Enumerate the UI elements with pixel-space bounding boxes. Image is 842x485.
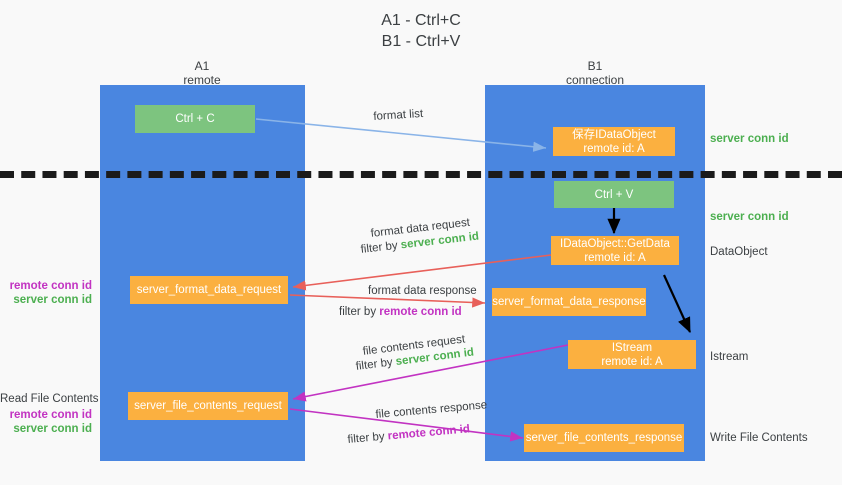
node-server-format-data-response-label: server_format_data_response (492, 296, 646, 308)
node-ctrl-c-label: Ctrl + C (175, 113, 215, 125)
column-header-b1: B1 connection (515, 59, 675, 87)
column-a1-sub: remote (183, 73, 221, 87)
node-server-format-data-request[interactable]: server_format_data_request (130, 276, 288, 304)
label-remote-conn-id-1: remote conn id (9, 280, 92, 292)
phase-divider (0, 171, 842, 178)
label-read-file-contents: Read File Contents (0, 393, 99, 405)
node-server-file-contents-request-label: server_file_contents_request (134, 400, 282, 412)
label-server-conn-id-top: server conn id (710, 133, 789, 145)
column-b1-name: B1 (587, 59, 603, 73)
node-istream-line2: remote id: A (601, 355, 663, 368)
edge-label-format-data-response-filter-value: remote conn id (379, 306, 462, 318)
node-server-format-data-request-label: server_format_data_request (136, 284, 282, 296)
label-remote-conn-id-2: remote conn id (9, 409, 92, 421)
edge-label-format-list: format list (373, 107, 424, 123)
edge-label-format-data-response-filter-prefix: filter by (339, 306, 380, 318)
node-ctrl-c[interactable]: Ctrl + C (135, 105, 255, 133)
edge-label-format-data-request-filter-prefix: filter by (360, 239, 402, 256)
column-b1-sub: connection (565, 73, 625, 87)
node-istream-line1: IStream (611, 341, 653, 354)
label-dataobject: DataObject (710, 246, 768, 258)
node-server-file-contents-response-label: server_file_contents_response (525, 432, 683, 444)
node-server-file-contents-response[interactable]: server_file_contents_response (524, 424, 684, 452)
edge-label-file-contents-response-filter-prefix: filter by (347, 430, 389, 446)
label-server-conn-id-second: server conn id (710, 211, 789, 223)
label-server-conn-id-1: server conn id (13, 294, 92, 306)
label-istream: Istream (710, 351, 749, 363)
node-idataobject-getdata[interactable]: IDataObject::GetData remote id: A (551, 236, 679, 265)
edge-label-file-contents-response-filter: filter by remote conn id (347, 422, 471, 448)
page-title: A1 - Ctrl+C B1 - Ctrl+V (0, 10, 842, 52)
title-line-2: B1 - Ctrl+V (381, 33, 461, 50)
node-save-idataobject[interactable]: 保存IDataObject remote id: A (553, 127, 675, 156)
node-ctrl-v-label: Ctrl + V (594, 188, 634, 201)
node-save-idataobject-line2: remote id: A (583, 142, 645, 155)
node-server-file-contents-request[interactable]: server_file_contents_request (128, 392, 288, 420)
edge-label-file-contents-response: file contents response (375, 399, 488, 421)
label-server-conn-id-2: server conn id (13, 423, 92, 435)
node-server-format-data-response[interactable]: server_format_data_response (492, 288, 646, 316)
node-istream[interactable]: IStream remote id: A (568, 340, 696, 369)
node-ctrl-v[interactable]: Ctrl + V (554, 181, 674, 208)
edge-label-file-contents-request-filter-prefix: filter by (355, 356, 397, 373)
node-idataobject-getdata-line2: remote id: A (584, 251, 646, 264)
node-idataobject-getdata-line1: IDataObject::GetData (560, 237, 670, 250)
node-save-idataobject-line1: 保存IDataObject (572, 128, 656, 141)
edge-label-format-data-response: format data response (368, 285, 477, 297)
edge-label-format-data-response-filter: filter by remote conn id (339, 305, 462, 320)
title-line-1: A1 - Ctrl+C (381, 12, 461, 29)
column-header-a1: A1 remote (122, 59, 282, 87)
edge-label-file-contents-response-filter-value: remote conn id (387, 423, 471, 443)
column-a1-name: A1 (194, 59, 210, 73)
label-write-file-contents: Write File Contents (710, 432, 808, 444)
